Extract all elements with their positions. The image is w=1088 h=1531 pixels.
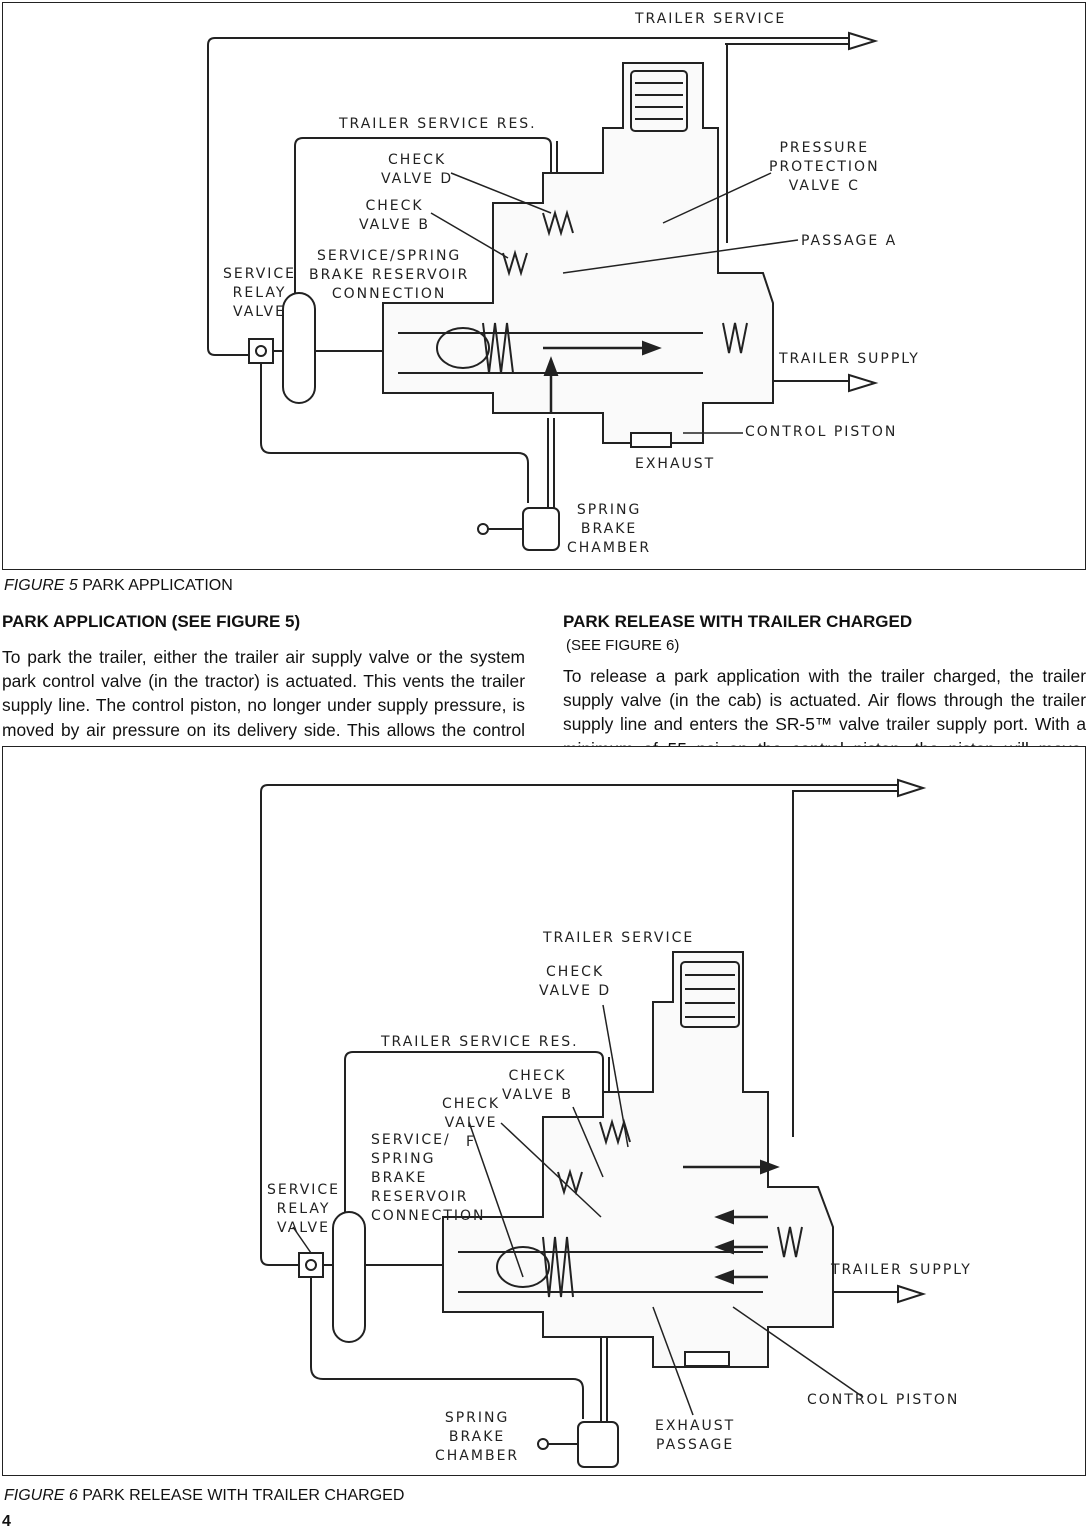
label-trailer-service-res: TRAILER SERVICE RES. (339, 116, 537, 132)
label-trailer-supply: TRAILER SUPPLY (779, 351, 920, 367)
label-passage-a: PASSAGE A (801, 233, 898, 249)
label-check-valve-b: CHECK VALVE B (502, 1068, 573, 1103)
label-pressure-protection-valve-c: PRESSURE PROTECTION VALVE C (769, 140, 880, 194)
figure-5-number: FIGURE 5 (4, 577, 78, 594)
figure-6-title: PARK RELEASE WITH TRAILER CHARGED (77, 1487, 405, 1504)
label-spring-brake-chamber: SPRING BRAKE CHAMBER (567, 502, 652, 556)
label-trailer-service: TRAILER SERVICE (543, 930, 695, 946)
label-service-spring-brake-reservoir: SERVICE/SPRING BRAKE RESERVOIR CONNECTIO… (309, 248, 470, 302)
label-check-valve-f: CHECK VALVE F (442, 1096, 501, 1150)
figure-5-diagram: TRAILER SERVICE TRAILER SERVICE RES. CHE… (2, 2, 1086, 570)
label-service-spring-brake-reservoir: SERVICE/ SPRING BRAKE RESERVOIR CONNECTI… (371, 1132, 486, 1224)
section-heading-park-application: PARK APPLICATION (SEE FIGURE 5) (2, 612, 301, 631)
label-trailer-service: TRAILER SERVICE (635, 11, 787, 27)
label-check-valve-d: CHECK VALVE D (539, 964, 612, 999)
park-release-schematic (260, 778, 927, 1468)
figure-6-diagram: TRAILER SERVICE CHECK VALVE D TRAILER SE… (2, 746, 1086, 1476)
label-control-piston: CONTROL PISTON (807, 1392, 960, 1408)
figure-5-caption: FIGURE 5 PARK APPLICATION (4, 577, 233, 595)
figure-6-caption: FIGURE 6 PARK RELEASE WITH TRAILER CHARG… (4, 1487, 404, 1505)
label-service-relay-valve: SERVICE RELAY VALVE (267, 1182, 341, 1236)
park-application-schematic (207, 31, 879, 551)
label-exhaust: EXHAUST (635, 456, 716, 472)
label-check-valve-d: CHECK VALVE D (381, 152, 454, 187)
page-number: 4 (2, 1513, 11, 1530)
label-exhaust-passage: EXHAUST PASSAGE (655, 1418, 736, 1453)
label-service-relay-valve: SERVICE RELAY VALVE (223, 266, 297, 320)
section-subheading: (SEE FIGURE 6) (566, 637, 680, 654)
label-trailer-service-res: TRAILER SERVICE RES. (381, 1034, 579, 1050)
label-control-piston: CONTROL PISTON (745, 424, 898, 440)
label-spring-brake-chamber: SPRING BRAKE CHAMBER (435, 1410, 520, 1464)
section-heading-park-release: PARK RELEASE WITH TRAILER CHARGED (563, 612, 913, 631)
figure-5-title: PARK APPLICATION (77, 577, 233, 594)
figure-6-number: FIGURE 6 (4, 1487, 78, 1504)
label-check-valve-b: CHECK VALVE B (359, 198, 430, 233)
label-trailer-supply: TRAILER SUPPLY (831, 1262, 972, 1278)
